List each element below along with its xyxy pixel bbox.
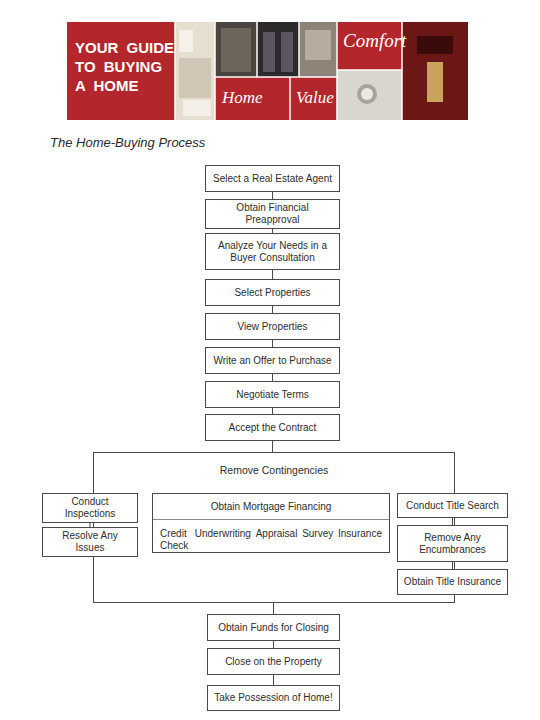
box-text: View Properties	[238, 321, 308, 333]
box-heading: Obtain Mortgage Financing	[153, 494, 389, 520]
house-photo	[175, 22, 215, 120]
process-box: Write an Offer to Purchase	[205, 347, 340, 374]
sub-item-text: Underwriting	[195, 528, 251, 540]
sub-item-text: Credit Check	[160, 528, 190, 552]
process-box: Select Properties	[205, 279, 340, 306]
box-text: Obtain Funds for Closing	[218, 622, 329, 634]
process-box: Select a Real Estate Agent	[205, 165, 340, 192]
photo-detail	[221, 28, 251, 72]
process-box: Resolve Any Issues	[42, 527, 138, 557]
process-box: Accept the Contract	[205, 414, 340, 441]
connector-line	[90, 523, 91, 527]
connector-line	[272, 229, 273, 233]
banner-background	[67, 22, 468, 120]
room-photo	[299, 22, 337, 77]
box-text: Remove Any Encumbrances	[402, 532, 503, 556]
box-text: Take Possession of Home!	[214, 692, 332, 704]
photo-separator	[215, 76, 337, 78]
connector-line	[272, 306, 273, 313]
photo-detail	[417, 36, 453, 54]
process-box: Take Possession of Home!	[207, 685, 340, 711]
box-text: Obtain Financial Preapproval	[210, 202, 335, 226]
connector-line	[273, 603, 274, 614]
photo-detail	[179, 58, 211, 98]
box-text: Select Properties	[234, 287, 310, 299]
box-text: Conduct Title Search	[406, 500, 499, 512]
photo-detail	[263, 32, 275, 72]
box-text: Resolve Any Issues	[47, 530, 133, 554]
banner-word: Value	[296, 88, 346, 108]
photo-detail	[281, 32, 293, 72]
photo-separator	[298, 22, 300, 77]
photo-separator	[214, 22, 216, 120]
connector-line	[272, 340, 273, 347]
box-text: Select a Real Estate Agent	[213, 173, 332, 185]
box-text: Close on the Property	[225, 656, 322, 668]
process-box: Close on the Property	[207, 648, 340, 675]
connector-line	[272, 408, 273, 414]
box-text: Obtain Title Insurance	[404, 576, 501, 588]
photo-separator	[289, 77, 291, 120]
photo-detail	[179, 30, 193, 52]
photo-separator	[337, 69, 402, 71]
box-text: Write an Offer to Purchase	[213, 355, 331, 367]
connector-line	[272, 374, 273, 381]
detail-box: Obtain Mortgage FinancingCredit Check Und…	[152, 493, 390, 553]
process-box: Obtain Funds for Closing	[207, 614, 340, 641]
group-band: Remove ContingenciesConduct InspectionsO…	[93, 452, 455, 603]
connector-line	[273, 675, 274, 685]
box-text: Accept the Contract	[229, 422, 317, 434]
page-title: The Home-Buying Process	[50, 135, 205, 150]
connector-line	[272, 192, 273, 199]
photo-separator	[256, 22, 258, 77]
sub-item-text: Appraisal	[256, 528, 298, 540]
photo-separator	[174, 22, 176, 120]
sub-item-text: Insurance	[338, 528, 382, 540]
photo-detail	[305, 30, 331, 60]
process-box: Obtain Financial Preapproval	[205, 199, 340, 229]
process-box: Remove Any Encumbrances	[397, 525, 508, 562]
box-text: Analyze Your Needs in a Buyer Consultati…	[210, 240, 335, 264]
banner-heading: YOUR GUIDE TO BUYING A HOME	[75, 38, 177, 95]
process-box: Analyze Your Needs in a Buyer Consultati…	[205, 233, 340, 270]
banner-word: Comfort	[343, 30, 405, 52]
box-text: Negotiate Terms	[236, 389, 309, 401]
window-photo	[257, 22, 299, 77]
process-box: Obtain Title Insurance	[397, 569, 508, 595]
process-box: Conduct Title Search	[397, 493, 508, 518]
photo-detail	[183, 100, 211, 116]
banner-word: Home	[222, 88, 272, 108]
photo-separator	[336, 22, 338, 120]
photo-detail	[427, 62, 443, 102]
box-text: Conduct Inspections	[47, 496, 133, 520]
connector-line	[273, 641, 274, 648]
sub-item-row: Credit Check Underwriting Appraisal Survey I…	[153, 520, 389, 552]
process-box: Negotiate Terms	[205, 381, 340, 408]
connector-line	[272, 441, 273, 452]
doorknob	[361, 88, 373, 100]
process-box: View Properties	[205, 313, 340, 340]
door-photo	[402, 22, 468, 120]
process-box: Conduct Inspections	[42, 493, 138, 523]
sub-item-text: Survey	[302, 528, 333, 540]
connector-line	[452, 562, 453, 569]
connector-line	[452, 518, 453, 525]
group-heading: Remove Contingencies	[220, 464, 329, 476]
doorknob	[357, 84, 377, 104]
connector-line	[272, 270, 273, 279]
doorknob-photo	[337, 70, 402, 120]
window-photo	[215, 22, 257, 77]
